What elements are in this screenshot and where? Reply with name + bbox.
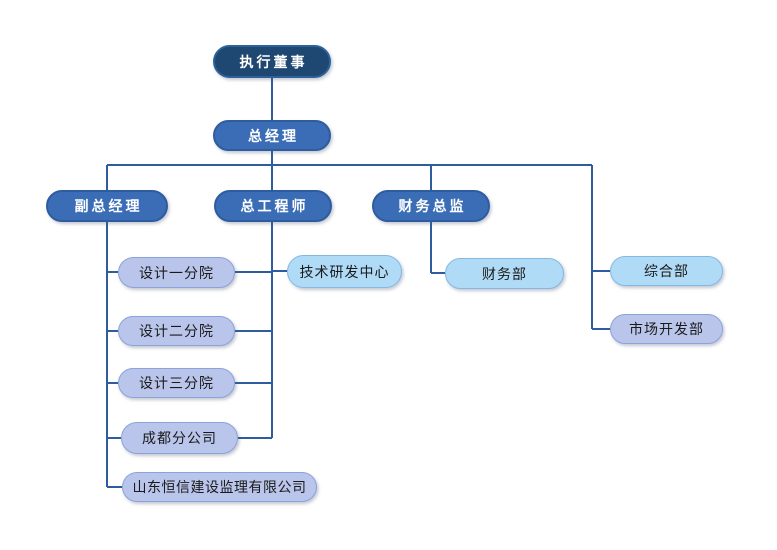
node-market-dev-dept[interactable]: 市场开发部 <box>610 314 723 344</box>
node-shandong-hengxin[interactable]: 山东恒信建设监理有限公司 <box>122 472 317 502</box>
node-chengdu-branch[interactable]: 成都分公司 <box>121 422 238 454</box>
node-finance-dept[interactable]: 财务部 <box>445 258 564 289</box>
node-executive-director[interactable]: 执行董事 <box>213 45 331 78</box>
node-finance-director[interactable]: 财务总监 <box>372 190 490 222</box>
node-general-dept[interactable]: 综合部 <box>610 256 723 286</box>
node-chief-engineer[interactable]: 总工程师 <box>214 190 332 222</box>
node-design-branch-1[interactable]: 设计一分院 <box>118 257 235 288</box>
node-design-branch-2[interactable]: 设计二分院 <box>118 316 235 346</box>
node-deputy-general-manager[interactable]: 副总经理 <box>46 190 168 222</box>
node-general-manager[interactable]: 总经理 <box>213 120 331 151</box>
node-tech-rd-center[interactable]: 技术研发中心 <box>287 255 402 288</box>
node-design-branch-3[interactable]: 设计三分院 <box>118 368 235 398</box>
